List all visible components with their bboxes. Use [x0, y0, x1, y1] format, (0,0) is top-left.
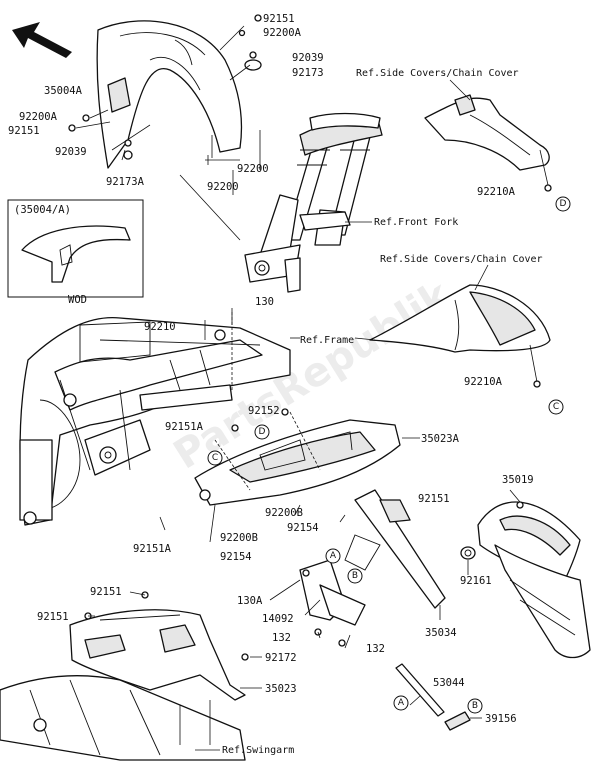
label-132-2: 132	[366, 643, 385, 655]
pad-39156	[444, 711, 471, 731]
fender-bolts	[68, 14, 262, 160]
label-130: 130	[255, 296, 274, 308]
ref-side-covers-chain-cover-2: Ref.Side Covers/Chain Cover	[380, 254, 543, 265]
label-92151-3: 92151	[418, 493, 450, 505]
label-92154-2: 92154	[220, 551, 252, 563]
marker-B-2: B	[467, 698, 483, 714]
label-92173A: 92173A	[106, 176, 145, 188]
side-cover-upper	[424, 79, 552, 192]
label-53044: 53044	[433, 677, 465, 689]
label-92039: 92039	[292, 52, 324, 64]
label-92151-5: 92151	[37, 611, 69, 623]
label-92151A: 92151A	[165, 421, 204, 433]
label-92172: 92172	[265, 652, 297, 664]
label-92039-2: 92039	[55, 146, 87, 158]
label-92210A-2: 92210A	[464, 376, 503, 388]
marker-C-1: C	[548, 399, 564, 415]
ref-front-fork: Ref.Front Fork	[374, 217, 458, 228]
svg-text:C: C	[212, 453, 218, 463]
label-35019: 35019	[502, 474, 534, 486]
svg-text:C: C	[553, 402, 559, 412]
front-fender-35004A	[96, 20, 243, 169]
marker-C-2: C	[207, 450, 223, 466]
inset-caption: WOD	[68, 294, 87, 306]
svg-text:B: B	[352, 571, 358, 581]
label-92200B-2: 92200B	[220, 532, 258, 544]
ref-swingarm: Ref.Swingarm	[222, 745, 294, 756]
label-92200A: 92200A	[263, 27, 302, 39]
label-92154: 92154	[287, 522, 319, 534]
frame	[19, 316, 291, 526]
label-92200-2: 92200	[207, 181, 239, 193]
swingarm	[0, 675, 246, 761]
rear-fender-35019	[477, 501, 591, 659]
label-92151A-2: 92151A	[133, 543, 172, 555]
label-14092: 14092	[262, 613, 294, 625]
label-92151: 92151	[263, 13, 295, 25]
front-direction-arrow-icon	[12, 22, 72, 58]
front-fork	[244, 112, 383, 293]
marker-A-1: A	[325, 548, 341, 564]
ref-frame: Ref.Frame	[300, 335, 354, 346]
marker-D-1: D	[555, 196, 571, 212]
license-bracket-35034	[354, 489, 476, 609]
label-92210: 92210	[144, 321, 176, 333]
label-35023A: 35023A	[421, 433, 460, 445]
label-92200B: 92200B	[265, 507, 303, 519]
label-92200: 92200	[237, 163, 269, 175]
svg-text:A: A	[398, 698, 405, 708]
marker-A-2: A	[393, 695, 409, 711]
label-39156: 39156	[485, 713, 517, 725]
label-35034: 35034	[425, 627, 457, 639]
label-92173: 92173	[292, 67, 324, 79]
svg-text:D: D	[259, 427, 266, 437]
label-92210A: 92210A	[477, 186, 516, 198]
marker-D-2: D	[254, 424, 270, 440]
rod-53044	[395, 663, 445, 717]
label-92161: 92161	[460, 575, 492, 587]
svg-text:A: A	[330, 551, 337, 561]
label-35023: 35023	[265, 683, 297, 695]
rear-undertray-35023A	[194, 408, 401, 506]
label-92152: 92152	[248, 405, 280, 417]
ref-side-covers-chain-cover: Ref.Side Covers/Chain Cover	[356, 68, 519, 79]
inset-title: (35004/A)	[14, 204, 71, 216]
label-92151-2: 92151	[8, 125, 40, 137]
lower-cover-35023	[69, 591, 249, 701]
marker-B-1: B	[347, 568, 363, 584]
inset-box: (35004/A) WOD	[7, 199, 144, 306]
bracket-14092	[299, 534, 381, 647]
label-92200A-2: 92200A	[19, 111, 58, 123]
label-35004A: 35004A	[44, 85, 83, 97]
label-130A: 130A	[237, 595, 263, 607]
side-cover-middle	[354, 264, 551, 388]
svg-text:D: D	[560, 199, 567, 209]
svg-text:B: B	[472, 701, 478, 711]
label-132: 132	[272, 632, 291, 644]
label-92151-4: 92151	[90, 586, 122, 598]
